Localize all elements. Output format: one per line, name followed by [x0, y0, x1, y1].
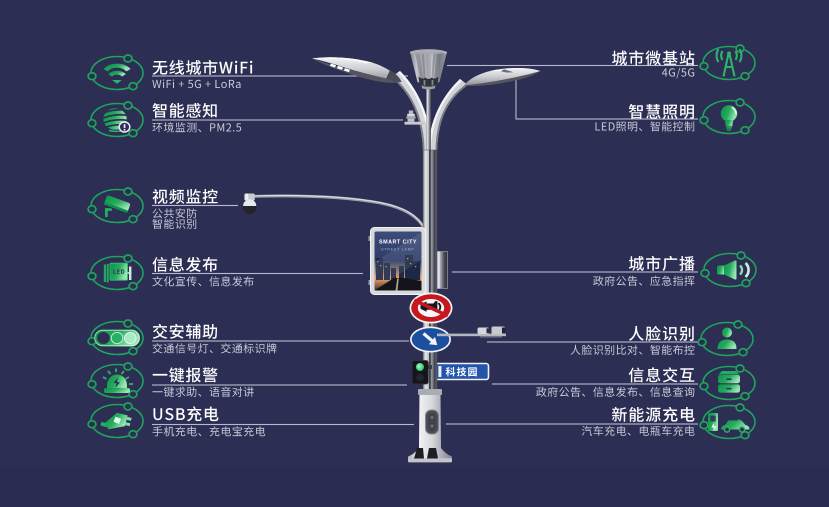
svg-text:SMART CITY: SMART CITY	[379, 240, 417, 246]
svg-text:STREET LAMP: STREET LAMP	[381, 248, 414, 252]
